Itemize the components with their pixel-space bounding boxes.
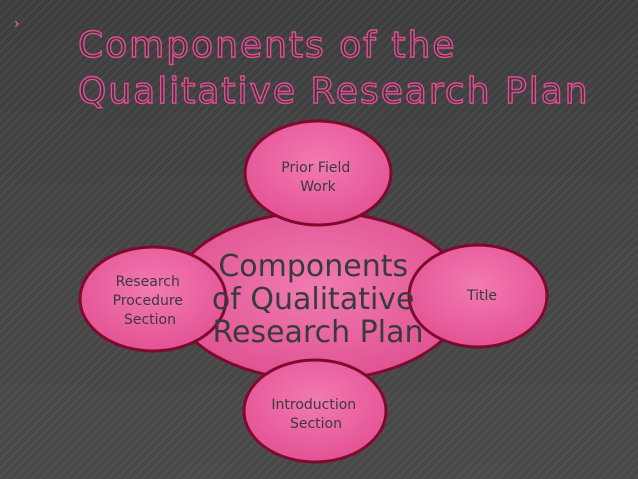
node-top-label-line: Prior Field — [281, 160, 350, 176]
node-left-label-line: Section — [124, 312, 176, 328]
center-label-line: Components — [218, 249, 408, 284]
node-bottom-label-line: Section — [290, 416, 342, 432]
center-label-line: Research Plan — [213, 315, 424, 350]
slide-title-line-2: Qualitative Research Plan — [77, 71, 590, 112]
slide-title-line-1: Components of the — [77, 25, 457, 66]
center-label-line: of Qualitative — [212, 282, 415, 317]
node-left-circle — [78, 245, 228, 353]
node-right-circle — [407, 243, 549, 349]
node-left-label: Research Procedure Section — [113, 274, 188, 328]
node-right-label: Title — [466, 288, 497, 304]
node-top-label: Prior Field Work — [281, 160, 354, 195]
slide-title: Components of the Qualitative Research P… — [0, 0, 638, 120]
chevron-right-icon: › — [14, 16, 20, 32]
node-top-circle — [243, 119, 393, 227]
node-left-label-line: Research — [116, 274, 180, 290]
node-bottom-label-line: Introduction — [271, 397, 356, 413]
center-label: Components of Qualitative Research Plan — [212, 249, 424, 350]
node-bottom-label: Introduction Section — [271, 397, 360, 432]
node-bottom-circle — [242, 358, 388, 464]
node-right-label-line: Title — [466, 288, 497, 304]
node-top-label-line: Work — [300, 179, 336, 195]
node-left-label-line: Procedure — [113, 293, 183, 309]
